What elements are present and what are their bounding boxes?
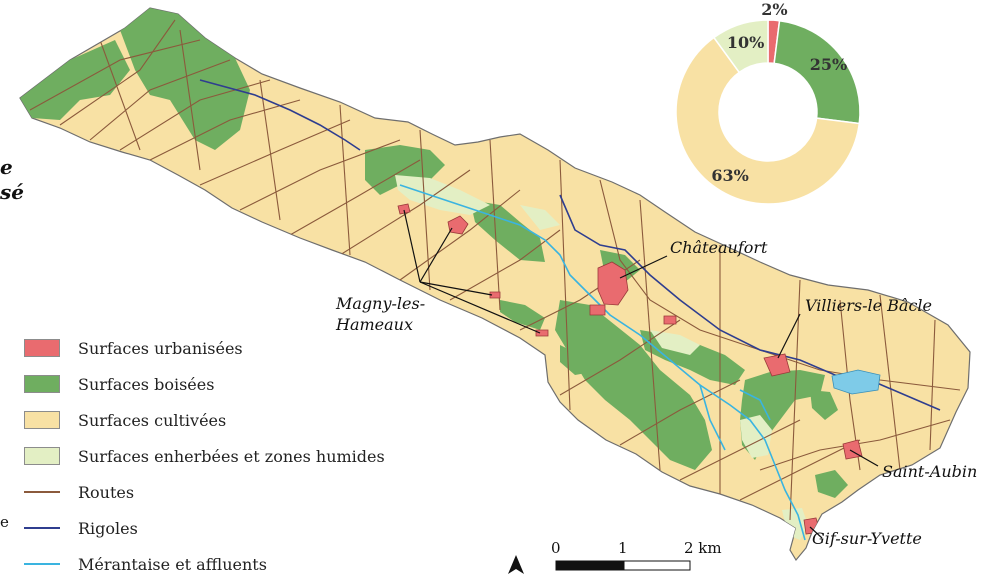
- scale-tick-1: 1: [618, 539, 628, 557]
- label-magny-line-2: Hameaux: [336, 315, 413, 334]
- cut-title-line-2: sé: [0, 180, 24, 204]
- leader-magny-3: [419, 281, 493, 296]
- legend-rigoles-line: [24, 527, 60, 529]
- legend-grassland: Surfaces enherbées et zones humides: [24, 438, 424, 474]
- leader-lines: [403, 209, 879, 539]
- scale-tick-0: 0: [551, 539, 561, 557]
- legend-cultivated-swatch: [24, 411, 60, 429]
- north-arrow-icon: [508, 555, 524, 574]
- legend-grassland-swatch: [24, 447, 60, 465]
- legend-urban-label: Surfaces urbanisées: [78, 338, 243, 358]
- label-saint-aubin: Saint-Aubin: [882, 462, 978, 481]
- donut-label-2: 63%: [711, 166, 748, 185]
- lake: [831, 369, 881, 395]
- streams: [399, 184, 806, 541]
- label-chateaufort: Châteaufort: [670, 238, 768, 257]
- scale-tick-2: 2 km: [684, 539, 722, 557]
- label-magny-line-1: Magny-les-: [336, 294, 426, 313]
- legend-wooded: Surfaces boisées: [24, 366, 424, 402]
- roads: [29, 19, 961, 521]
- basin: [19, 7, 971, 562]
- legend-roads: Routes: [24, 474, 424, 510]
- basin-cultivated: [19, 7, 971, 562]
- leader-chateaufort: [619, 255, 668, 279]
- legend-streams-label: Mérantaise et affluents: [78, 554, 267, 574]
- legend-roads-label: Routes: [78, 482, 135, 502]
- scale-bar-segment-dark: [555, 560, 625, 571]
- cut-legend-fragment: e: [0, 513, 9, 531]
- legend-wooded-label: Surfaces boisées: [78, 374, 215, 394]
- scale-bar: [555, 560, 691, 571]
- label-villiers-le-bacle: Villiers-le Bâcle: [805, 296, 932, 315]
- donut-slice-1: [773, 19, 861, 125]
- leader-saint-aubin: [849, 449, 879, 467]
- legend-rigoles-label: Rigoles: [78, 518, 138, 538]
- leader-gif: [809, 526, 823, 539]
- map-legend: Surfaces urbanisées Surfaces boisées Sur…: [24, 330, 424, 582]
- donut-label-3: 10%: [727, 33, 764, 52]
- leader-magny-4: [419, 281, 541, 334]
- legend-cultivated: Surfaces cultivées: [24, 402, 424, 438]
- donut-label-1: 25%: [810, 55, 847, 74]
- label-gif-sur-yvette: Gif-sur-Yvette: [812, 529, 922, 548]
- legend-urban-swatch: [24, 339, 60, 357]
- legend-streams-line: [24, 563, 60, 565]
- donut-slice-2: [675, 36, 861, 205]
- legend-wooded-swatch: [24, 375, 60, 393]
- donut-label-0: 2%: [761, 0, 787, 19]
- legend-urban: Surfaces urbanisées: [24, 330, 424, 366]
- cut-title-line-1: e: [0, 155, 13, 179]
- legend-roads-line: [24, 491, 60, 493]
- donut-chart: 2% 25% 63% 10%: [675, 0, 861, 205]
- scale-bar-segment-light: [623, 560, 691, 571]
- leader-magny-2: [419, 227, 453, 283]
- leader-magny-1: [403, 209, 421, 283]
- leader-villiers: [777, 313, 801, 359]
- legend-rigoles: Rigoles: [24, 510, 424, 546]
- legend-grassland-label: Surfaces enherbées et zones humides: [78, 446, 385, 466]
- donut-slice-3: [712, 19, 769, 74]
- legend-cultivated-label: Surfaces cultivées: [78, 410, 227, 430]
- legend-streams: Mérantaise et affluents: [24, 546, 424, 582]
